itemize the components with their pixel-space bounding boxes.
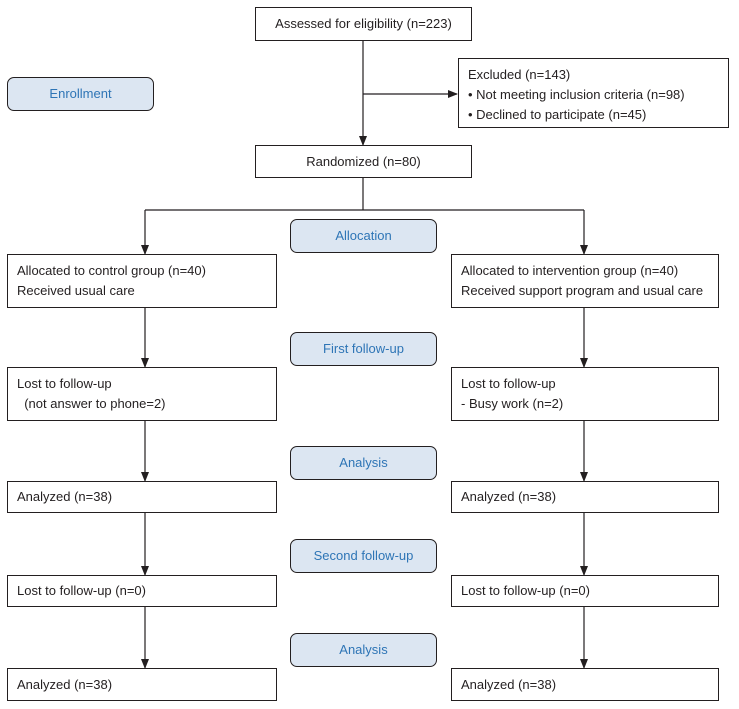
assessed-text: Assessed for eligibility (n=223) (275, 16, 452, 31)
excluded-title: Excluded (n=143) (468, 67, 571, 82)
stage-first-follow-up: First follow-up (290, 332, 437, 366)
control-lost-1-title: Lost to follow-up (17, 376, 112, 391)
intervention-allocated-line: Allocated to intervention group (n=40) (461, 263, 679, 278)
intervention-analyzed-2-box: Analyzed (n=38) (451, 668, 719, 701)
control-analyzed-2-box: Analyzed (n=38) (7, 668, 277, 701)
stage-analysis-1: Analysis (290, 446, 437, 480)
control-care-line: Received usual care (17, 283, 135, 298)
stage-second-follow-up: Second follow-up (290, 539, 437, 573)
control-analyzed-1-text: Analyzed (n=38) (17, 489, 113, 504)
assessed-box: Assessed for eligibility (n=223) (255, 7, 472, 41)
intervention-analyzed-1-box: Analyzed (n=38) (451, 481, 719, 513)
excluded-item: • Not meeting inclusion criteria (n=98) (468, 87, 685, 102)
randomized-text: Randomized (n=80) (306, 154, 421, 169)
intervention-lost-1-title: Lost to follow-up (461, 376, 556, 391)
stage-allocation: Allocation (290, 219, 437, 253)
intervention-analyzed-2-text: Analyzed (n=38) (461, 677, 557, 692)
intervention-lost-2-box: Lost to follow-up (n=0) (451, 575, 719, 607)
control-allocated-box: Allocated to control group (n=40) Receiv… (7, 254, 277, 308)
intervention-lost-2-text: Lost to follow-up (n=0) (461, 583, 590, 598)
control-lost-2-text: Lost to follow-up (n=0) (17, 583, 146, 598)
control-allocated-line: Allocated to control group (n=40) (17, 263, 206, 278)
excluded-box: Excluded (n=143) • Not meeting inclusion… (458, 58, 729, 128)
control-lost-1-reason: (not answer to phone=2) (17, 396, 166, 411)
stage-analysis-2: Analysis (290, 633, 437, 667)
intervention-care-line: Received support program and usual care (461, 283, 704, 298)
control-lost-1-box: Lost to follow-up (not answer to phone=2… (7, 367, 277, 421)
control-lost-2-box: Lost to follow-up (n=0) (7, 575, 277, 607)
stage-enrollment: Enrollment (7, 77, 154, 111)
control-analyzed-2-text: Analyzed (n=38) (17, 677, 113, 692)
excluded-item: • Declined to participate (n=45) (468, 107, 647, 122)
intervention-allocated-box: Allocated to intervention group (n=40) R… (451, 254, 719, 308)
intervention-analyzed-1-text: Analyzed (n=38) (461, 489, 557, 504)
intervention-lost-1-reason: - Busy work (n=2) (461, 396, 564, 411)
intervention-lost-1-box: Lost to follow-up - Busy work (n=2) (451, 367, 719, 421)
randomized-box: Randomized (n=80) (255, 145, 472, 178)
control-analyzed-1-box: Analyzed (n=38) (7, 481, 277, 513)
